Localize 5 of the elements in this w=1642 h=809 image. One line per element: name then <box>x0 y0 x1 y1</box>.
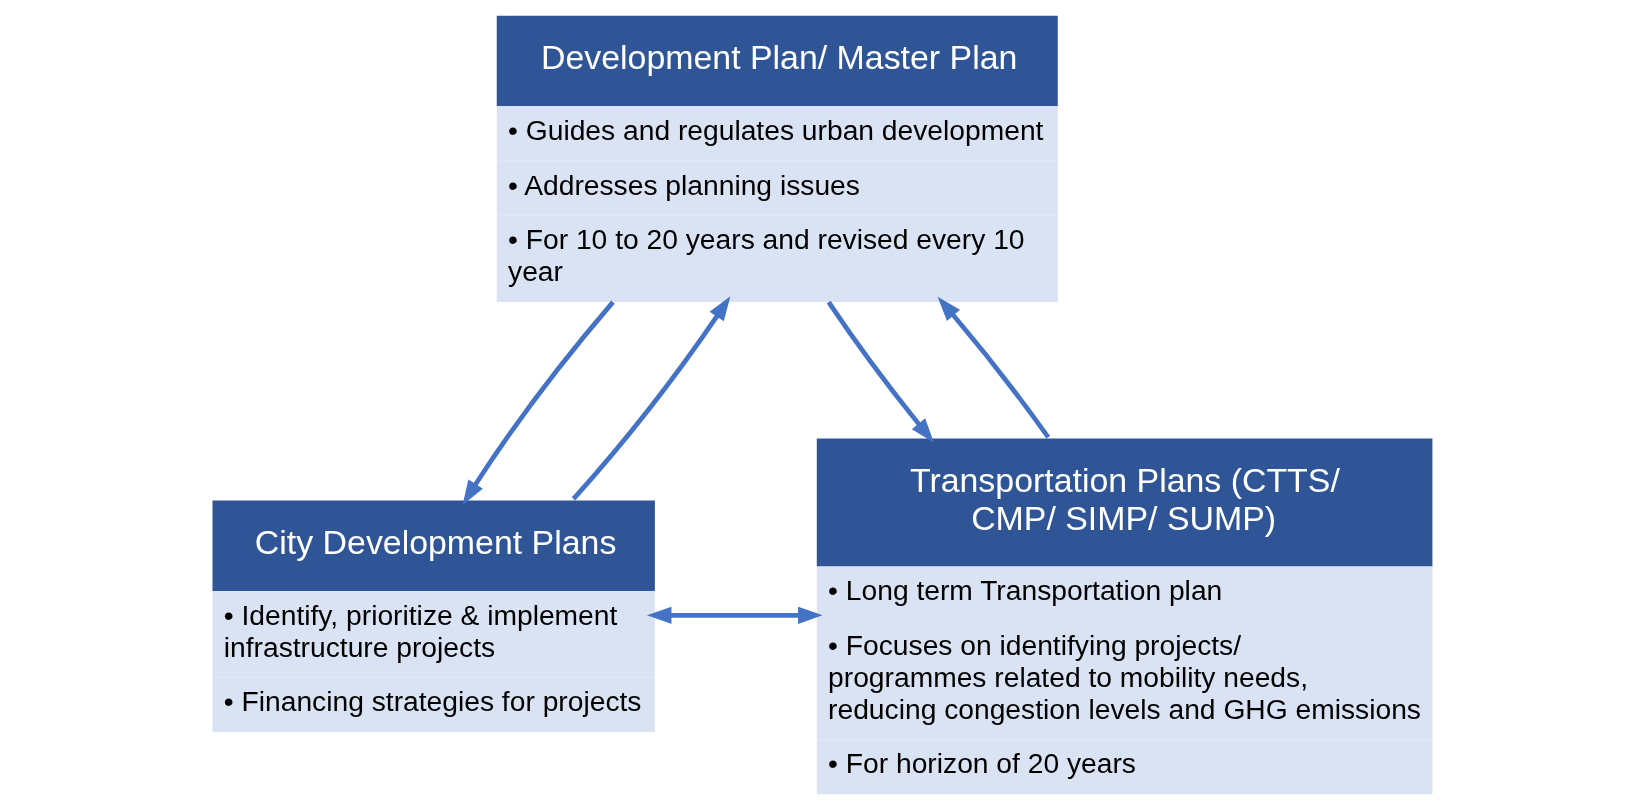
arrow <box>937 296 1050 439</box>
arrow <box>462 300 615 505</box>
arrow <box>826 300 934 443</box>
arrow <box>571 296 730 501</box>
arrow <box>646 606 823 624</box>
